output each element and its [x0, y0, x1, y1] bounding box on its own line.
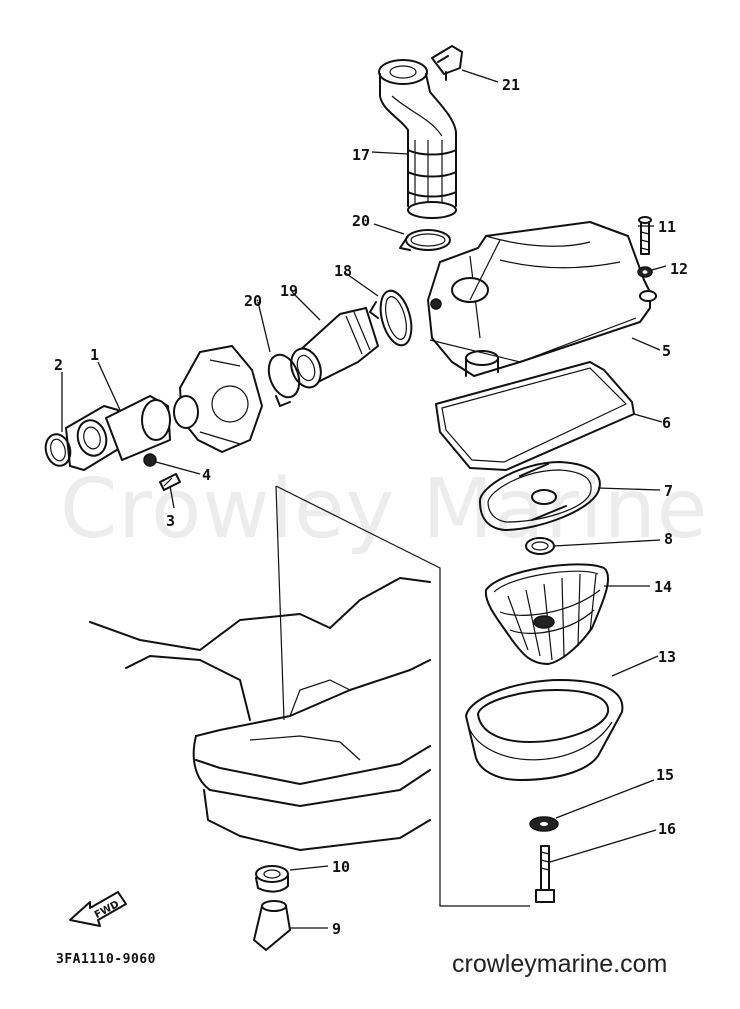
- label-part-2: 2: [54, 356, 63, 374]
- diagram-code: 3FA1110-9060: [56, 952, 156, 967]
- label-part-12: 12: [670, 260, 688, 278]
- assembly-lines: [275, 239, 530, 907]
- part-4-washer: [143, 453, 157, 467]
- part-3-bolt: [159, 473, 181, 491]
- part-labels: 21 17 20 11 12 18 19 20 5 1 2 6 4 7 3 8 …: [54, 76, 688, 938]
- label-part-18: 18: [334, 262, 352, 280]
- part-18-joint-clamp: [369, 289, 413, 347]
- label-part-10: 10: [332, 858, 350, 876]
- part-13-filter-element: [465, 679, 624, 781]
- fwd-arrow-icon: FWD: [69, 891, 127, 927]
- bottom-cowling: [89, 577, 431, 851]
- label-part-17: 17: [352, 146, 370, 164]
- label-part-21: 21: [502, 76, 520, 94]
- label-part-7: 7: [664, 482, 673, 500]
- part-21-elbow-fitting: [431, 45, 463, 81]
- label-part-8: 8: [664, 530, 673, 548]
- label-part-20-lower: 20: [244, 292, 262, 310]
- label-part-19: 19: [280, 282, 298, 300]
- part-15-washer: [529, 816, 559, 832]
- part-16-bolt: [535, 845, 555, 903]
- site-url: crowleymarine.com: [452, 950, 668, 978]
- part-20-lower-clamp: [267, 353, 301, 407]
- part-10-grommet: [255, 865, 289, 893]
- label-part-3: 3: [166, 512, 175, 530]
- label-part-16: 16: [658, 820, 676, 838]
- label-part-4: 4: [202, 466, 211, 484]
- part-20-upper-clamp: [399, 229, 451, 251]
- label-part-11: 11: [658, 218, 676, 236]
- carburetor-body: [173, 345, 263, 453]
- part-9-drain-hose: [253, 900, 291, 951]
- part-14-filter-cage: [484, 563, 609, 665]
- part-5-silencer-cover: [427, 221, 657, 377]
- label-part-5: 5: [662, 342, 671, 360]
- part-7-screen-plate: [479, 461, 601, 531]
- label-part-15: 15: [656, 766, 674, 784]
- part-2-gasket: [44, 433, 72, 467]
- part-8-o-ring: [525, 537, 555, 555]
- part-17-intake-hose: [378, 59, 457, 219]
- label-part-9: 9: [332, 920, 341, 938]
- label-part-13: 13: [658, 648, 676, 666]
- part-6-gasket: [435, 361, 635, 471]
- label-part-6: 6: [662, 414, 671, 432]
- leader-lines: [61, 69, 667, 929]
- part-1-intake-manifold: [65, 395, 171, 471]
- part-11-bolt: [638, 216, 652, 255]
- part-12-washer: [637, 266, 653, 278]
- label-part-14: 14: [654, 578, 672, 596]
- label-part-20-upper: 20: [352, 212, 370, 230]
- label-part-1: 1: [90, 346, 99, 364]
